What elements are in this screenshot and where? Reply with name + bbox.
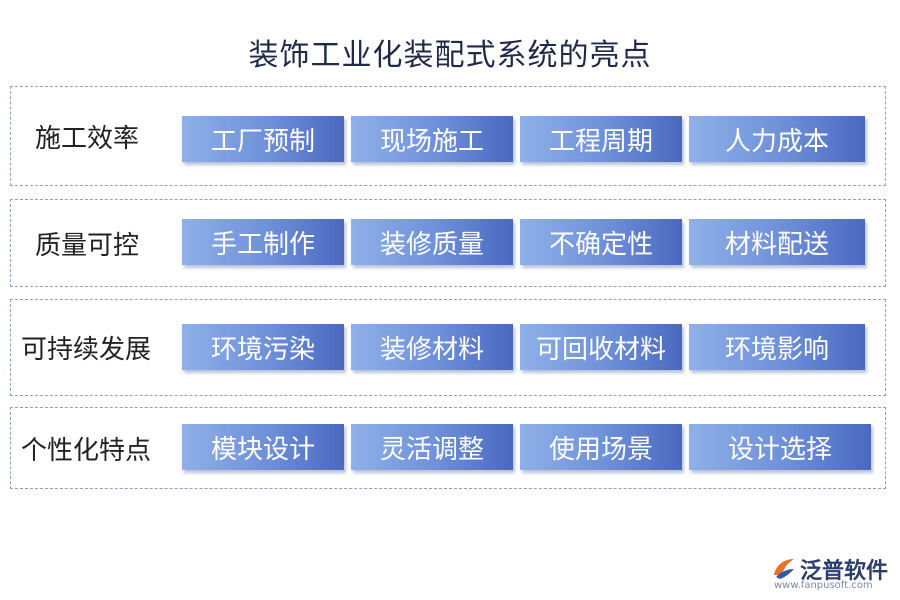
feature-tag: 灵活调整 — [351, 424, 513, 470]
row-label: 施工效率 — [35, 123, 140, 154]
feature-tag: 工程周期 — [520, 116, 682, 162]
feature-tag: 材料配送 — [689, 219, 865, 265]
row-label: 可持续发展 — [21, 335, 152, 365]
row-label: 质量可控 — [35, 230, 140, 261]
row-quality-control: 质量可控 手工制作 装修质量 不确定性 材料配送 — [10, 199, 886, 287]
brand-name: 泛普软件 — [800, 559, 889, 584]
feature-tag: 设计选择 — [689, 424, 871, 470]
feature-tag: 不确定性 — [520, 219, 682, 265]
feature-tag: 环境污染 — [182, 324, 344, 370]
row-label: 个性化特点 — [21, 435, 152, 466]
fanpu-logo-icon — [774, 559, 794, 579]
page-title: 装饰工业化装配式系统的亮点 — [248, 38, 652, 73]
feature-tag: 工厂预制 — [182, 116, 344, 162]
feature-tag: 手工制作 — [182, 219, 344, 265]
feature-tag: 人力成本 — [689, 116, 865, 162]
feature-tag: 环境影响 — [689, 324, 865, 370]
feature-tag: 装修质量 — [351, 219, 513, 265]
brand-logo: 泛普软件 www.fanpusoft.com — [770, 553, 895, 595]
feature-tag: 装修材料 — [351, 324, 513, 370]
feature-tag: 现场施工 — [351, 116, 513, 162]
row-personalization: 个性化特点 模块设计 灵活调整 使用场景 设计选择 — [10, 407, 886, 489]
feature-tag: 使用场景 — [520, 424, 682, 470]
row-sustainable-development: 可持续发展 环境污染 装修材料 可回收材料 环境影响 — [10, 299, 886, 396]
brand-url: www.fanpusoft.com — [774, 580, 873, 591]
feature-tag: 模块设计 — [182, 424, 344, 470]
row-construction-efficiency: 施工效率 工厂预制 现场施工 工程周期 人力成本 — [10, 86, 886, 186]
feature-tag: 可回收材料 — [520, 324, 682, 370]
